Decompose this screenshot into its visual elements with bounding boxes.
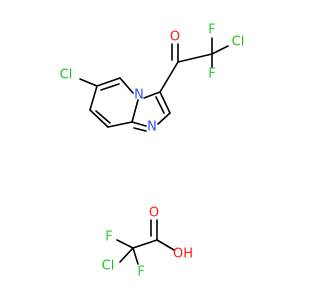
bond-n1-c8a (131, 121, 147, 127)
bond-c3-c2 (159, 91, 171, 114)
bond-double-c5-c6 (100, 83, 120, 91)
bond-c8-c8a (107, 121, 133, 128)
atom-cl-ring: Cl (60, 68, 73, 83)
bond-c3-carbonyl (159, 61, 179, 93)
bond-double-c3-c2 (155, 96, 165, 114)
atom-f-bottom: F (208, 67, 215, 82)
atom-o-ketone: O (170, 30, 180, 45)
bond-c6-c7 (89, 85, 98, 111)
molecule-2: O OH F F Cl (102, 206, 193, 280)
atom-o-carbonyl: O (149, 206, 159, 221)
bond-carbonyl-cf2 (177, 53, 213, 63)
chemical-structure-diagram: Cl N N O F F Cl O OH F F Cl (60, 23, 245, 280)
atom-oh: OH (173, 247, 193, 262)
atom-cl-acid: Cl (102, 259, 115, 274)
bond-c7-c8 (89, 109, 109, 128)
bond-c5-c6 (96, 77, 121, 87)
bond-acid-c-cf2 (132, 239, 158, 249)
atom-f-bottom-acid: F (137, 265, 144, 280)
bond-n4-c3 (143, 91, 161, 99)
atom-n-imidazole: N (147, 120, 157, 135)
bond-c8a-n4 (131, 99, 139, 123)
bond-acid-c-oh (156, 239, 175, 251)
bond-cf2-f-left (116, 239, 134, 249)
atom-cl-side: Cl (232, 35, 245, 50)
bond-cf2-cl-acid (119, 247, 134, 263)
bond-c2-n1 (157, 112, 171, 125)
bond-cf2-cl (211, 45, 229, 55)
bond-c6-cl (79, 78, 98, 87)
bond-double-c7-c8 (95, 110, 111, 124)
bond-n4-c5 (119, 77, 134, 94)
structure-canvas: Cl N N O F F Cl O OH F F Cl (60, 23, 245, 280)
bond-cf2-f-down (132, 247, 139, 265)
bond-double-n1-c8a (133, 127, 147, 132)
atom-n-bridge: N (134, 88, 144, 103)
molecule-1: Cl N N O F F Cl (60, 23, 245, 135)
atom-f-top: F (208, 23, 215, 38)
atom-f-left: F (105, 230, 112, 245)
